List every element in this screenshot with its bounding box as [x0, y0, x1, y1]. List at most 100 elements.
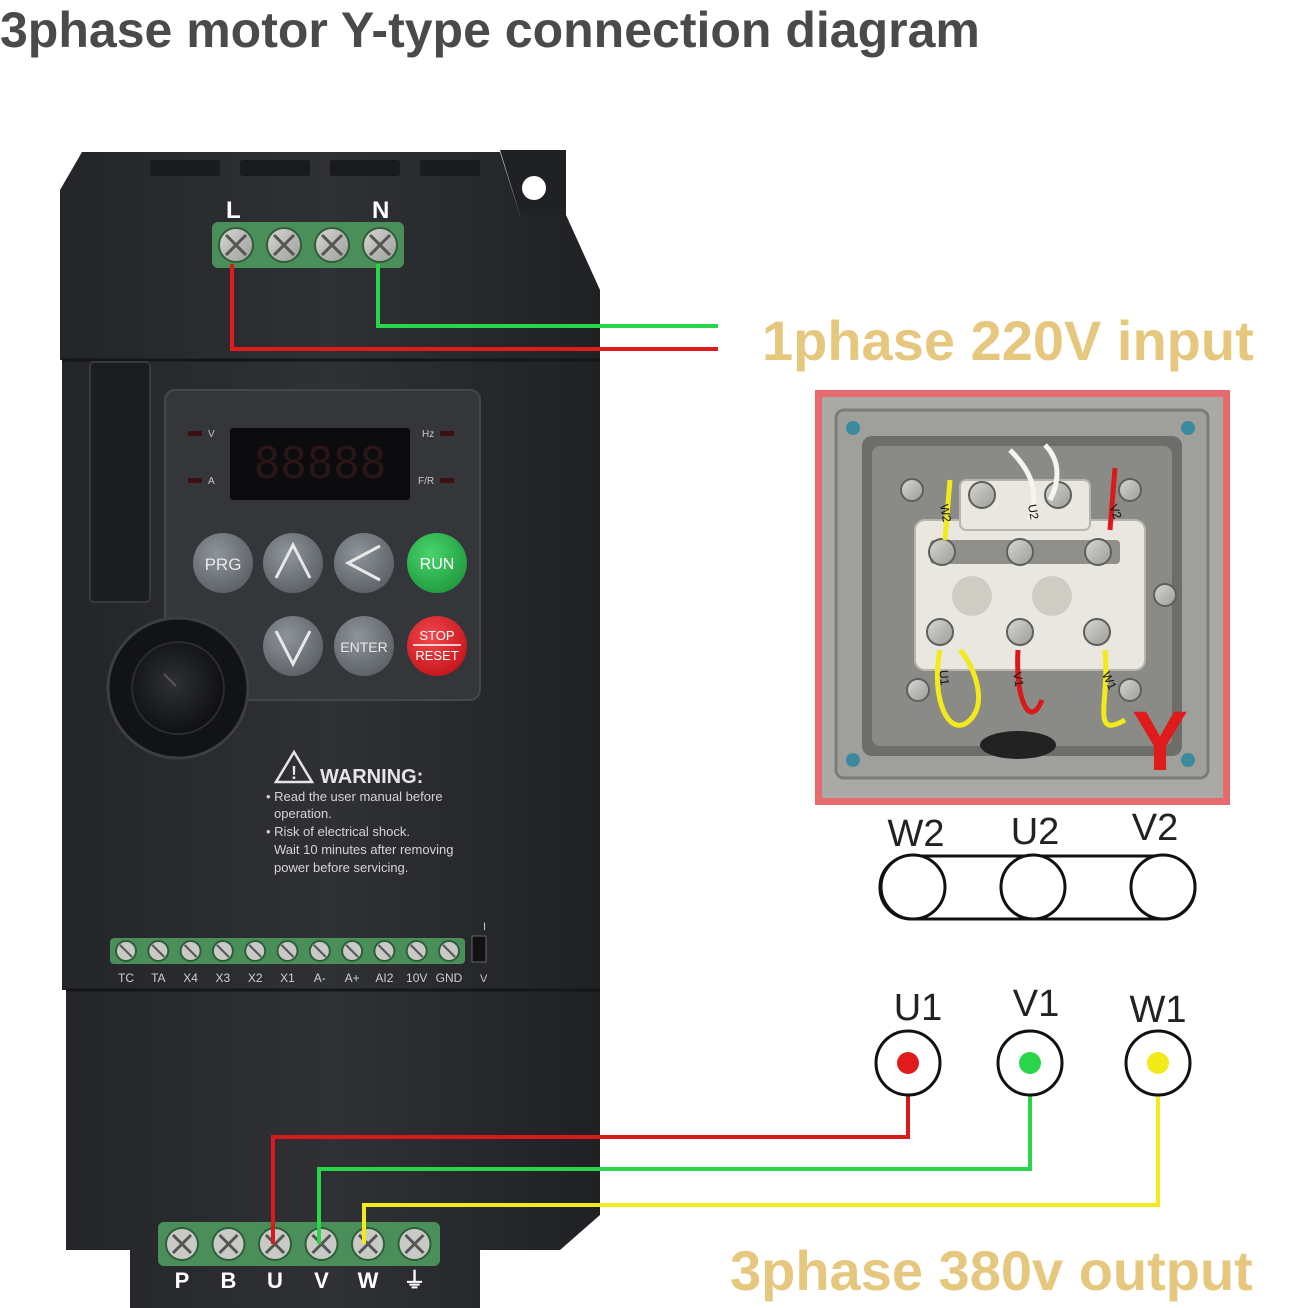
warning-line-1: • Read the user manual before — [266, 789, 443, 804]
control-terminal-x2: X2 — [244, 940, 267, 985]
output-label: 3phase 380v output — [730, 1239, 1253, 1302]
display-digits: 88888 — [254, 438, 386, 489]
output-terminal-0: P — [165, 1227, 199, 1293]
output-terminal-label: B — [221, 1268, 237, 1293]
terminal-label-n: N — [372, 197, 389, 224]
input-label: 1phase 220V input — [762, 309, 1254, 372]
terminal-u1-dot — [897, 1052, 919, 1074]
output-terminal-5: ⏚ — [397, 1227, 432, 1293]
up-arrow-icon — [274, 541, 312, 579]
input-terminal-block — [212, 222, 404, 268]
output-terminal-4: W — [351, 1227, 385, 1293]
warning-line-4: Wait 10 minutes after removing — [274, 842, 453, 857]
control-terminal-x3: X3 — [211, 940, 234, 985]
warning-block: ! WARNING: • Read the user manual before… — [266, 749, 453, 875]
inverter: L N 88888 V A Hz F/R PRG RUN — [60, 150, 600, 1308]
page-title: 3phase motor Y-type connection diagram — [0, 2, 980, 58]
schematic-label-v2: V2 — [1132, 807, 1178, 849]
warning-line-5: power before servicing. — [274, 860, 408, 875]
box-label-u2: U2 — [1025, 503, 1042, 521]
svg-text:!: ! — [291, 763, 297, 783]
input-wire-n — [376, 264, 718, 328]
schematic-label-u1: U1 — [894, 987, 943, 1029]
control-terminal-label: X3 — [216, 971, 231, 985]
stop-label: STOP — [419, 628, 454, 643]
terminal-v2 — [1129, 853, 1197, 921]
output-terminals: P B U V W ⏚ — [165, 1227, 432, 1293]
enter-button[interactable]: ENTER — [334, 616, 394, 676]
control-terminal-a: A- — [308, 940, 331, 985]
star-schematic: W2 U2 V2 U1 V1 W1 — [874, 807, 1197, 1097]
up-button[interactable] — [263, 533, 323, 593]
terminal-w1-dot — [1147, 1052, 1169, 1074]
terminal-w2 — [879, 853, 947, 921]
io-switch[interactable] — [471, 935, 487, 963]
control-terminal-10v: 10V — [405, 940, 428, 985]
control-terminal-label: AI2 — [375, 971, 393, 985]
output-terminal-label: V — [314, 1268, 329, 1293]
warning-line-3: • Risk of electrical shock. — [266, 824, 410, 839]
control-terminal-label: A- — [314, 971, 326, 985]
output-wire-u — [271, 1063, 910, 1244]
led-display — [230, 428, 410, 500]
schematic-label-u2: U2 — [1011, 811, 1060, 853]
y-mark: Y — [1132, 694, 1188, 788]
output-terminal-label: P — [175, 1268, 190, 1293]
control-terminal-label: X2 — [248, 971, 263, 985]
control-terminal-label: GND — [436, 971, 463, 985]
output-wire-v — [317, 1063, 1032, 1244]
vent-slots — [150, 160, 480, 176]
reset-label: RESET — [415, 648, 458, 663]
warning-line-2: operation. — [274, 806, 332, 821]
output-wire-w — [362, 1063, 1160, 1244]
wires — [230, 264, 1160, 1244]
output-terminal-label: ⏚ — [403, 1268, 425, 1293]
control-terminal-a: A+ — [341, 940, 364, 985]
schematic-label-w2: W2 — [888, 813, 945, 855]
control-terminal-x4: X4 — [179, 940, 202, 985]
terminal-label-l: L — [226, 197, 241, 224]
output-terminal-label: U — [267, 1268, 283, 1293]
indicator-fr: F/R — [418, 476, 434, 487]
schematic-label-w1: W1 — [1130, 989, 1187, 1031]
control-terminals: TC TA X4 X3 X2 X1 A- A+ AI2 10V GND — [115, 940, 463, 985]
terminal-u2 — [999, 853, 1067, 921]
motor-terminal-box: W2 U2 V2 U1 V1 W1 Y — [815, 390, 1230, 805]
schematic-label-v1: V1 — [1013, 983, 1059, 1025]
stop-reset-button[interactable]: STOP RESET — [407, 616, 467, 676]
control-terminal-label: X4 — [183, 971, 198, 985]
control-terminal-label: X1 — [280, 971, 295, 985]
terminal-v1-dot — [1019, 1052, 1041, 1074]
warning-icon — [273, 749, 315, 784]
control-terminal-label: TA — [151, 971, 165, 985]
run-button[interactable]: RUN — [407, 533, 467, 593]
control-terminal-x1: X1 — [276, 940, 299, 985]
indicator-a: A — [208, 476, 215, 487]
prg-button-label: PRG — [205, 555, 242, 574]
left-button[interactable] — [334, 533, 394, 593]
output-terminal-3: V — [304, 1227, 339, 1293]
warning-heading: WARNING: — [320, 766, 423, 788]
switch-label-v: V — [480, 973, 488, 985]
run-button-label: RUN — [420, 556, 455, 573]
speed-knob[interactable] — [106, 616, 250, 760]
box-label-v1: V1 — [1010, 671, 1026, 688]
indicator-v: V — [208, 429, 215, 440]
prg-button[interactable]: PRG — [193, 533, 253, 593]
control-terminal-ta: TA — [147, 940, 170, 985]
control-terminal-label: A+ — [345, 971, 360, 985]
output-terminal-1: B — [211, 1227, 246, 1293]
indicator-hz: Hz — [422, 429, 434, 440]
box-label-w2: W2 — [937, 503, 954, 523]
control-terminal-label: 10V — [406, 971, 427, 985]
box-label-u1: U1 — [937, 669, 952, 686]
control-terminal-ai2: AI2 — [373, 940, 396, 985]
enter-button-label: ENTER — [340, 639, 387, 655]
control-terminal-tc: TC — [115, 940, 137, 985]
left-arrow-icon — [344, 544, 381, 582]
side-recess — [89, 361, 151, 603]
input-wire-l — [230, 264, 718, 351]
down-button[interactable] — [263, 616, 323, 676]
output-terminal-label: W — [358, 1268, 379, 1293]
